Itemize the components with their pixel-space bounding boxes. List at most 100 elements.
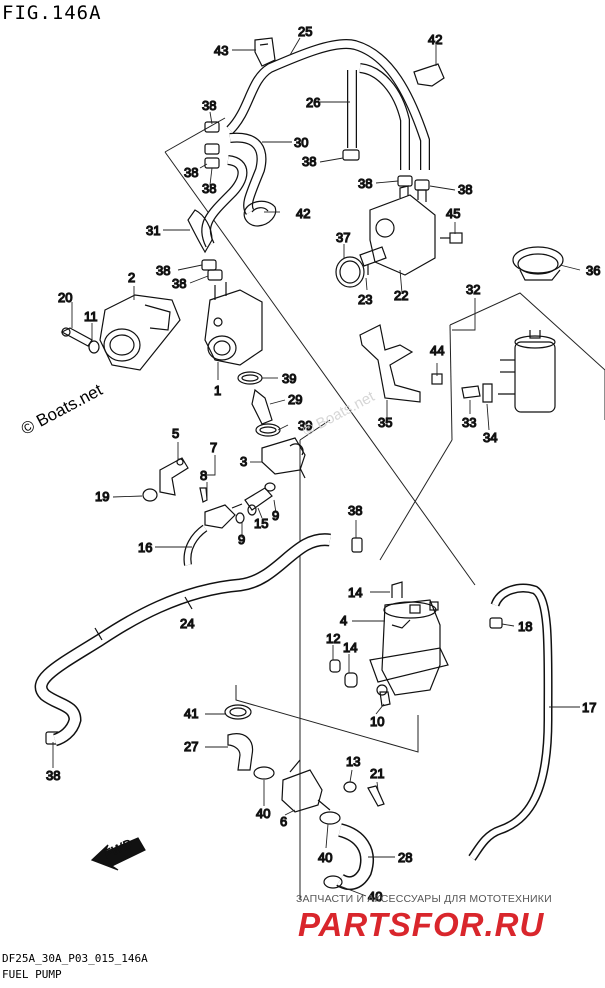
bracket-5 — [159, 457, 189, 496]
promo-brand-logo: PARTSFOR.RU — [298, 906, 545, 943]
callout-38-k: 38 — [46, 768, 60, 783]
callout-9-b: 9 — [238, 532, 245, 547]
callout-7: 7 — [210, 440, 217, 455]
callout-13: 13 — [346, 754, 360, 769]
callout-44: 44 — [430, 343, 444, 358]
callout-21: 21 — [370, 766, 384, 781]
callout-15: 15 — [254, 516, 268, 531]
figure-code: DF25A_30A_P03_015_146A — [2, 952, 148, 965]
callout-37: 37 — [336, 230, 350, 245]
clamp-41 — [224, 704, 252, 720]
callout-9-a: 9 — [272, 508, 279, 523]
callout-45: 45 — [446, 206, 460, 221]
fuel-filter-32 — [461, 330, 556, 413]
callout-20: 20 — [58, 290, 72, 305]
callout-6: 6 — [280, 814, 287, 829]
callout-31: 31 — [146, 223, 160, 238]
clamps-38 — [45, 121, 430, 745]
clamp-39-upper — [237, 371, 263, 385]
callout-32: 32 — [466, 282, 480, 297]
callout-43: 43 — [214, 43, 228, 58]
clamp-40-lower — [323, 875, 343, 889]
callout-5: 5 — [172, 426, 179, 441]
callout-38-a: 38 — [202, 98, 216, 113]
leader-lines — [52, 37, 581, 897]
callout-28: 28 — [398, 850, 412, 865]
callout-30: 30 — [294, 135, 308, 150]
clamp-40-upper — [253, 766, 275, 780]
washer-12 — [329, 659, 341, 673]
clamp-18 — [489, 617, 503, 629]
hose-30 — [201, 132, 267, 248]
filter-6 — [281, 759, 331, 813]
hose-17 — [468, 583, 553, 861]
clip-9 — [235, 504, 257, 524]
fuel-hose-25 — [226, 39, 430, 170]
assembly-outline — [164, 117, 605, 900]
bolt-10 — [379, 691, 391, 707]
callout-38-h: 38 — [172, 276, 186, 291]
grommet-19 — [142, 488, 158, 502]
fuel-pump-4 — [369, 581, 449, 696]
callout-18: 18 — [518, 619, 532, 634]
bracket-2 — [99, 294, 181, 371]
callout-38-c: 38 — [184, 165, 198, 180]
callout-16: 16 — [138, 540, 152, 555]
callout-39-a: 39 — [282, 371, 296, 386]
callouts: 43 25 42 26 38 30 38 38 38 38 38 42 45 3… — [45, 23, 601, 904]
grommet-13 — [343, 781, 357, 793]
callout-22: 22 — [394, 288, 408, 303]
clip-42-top — [413, 63, 445, 87]
callout-4: 4 — [340, 613, 347, 628]
callout-34: 34 — [483, 430, 497, 445]
callout-38-e: 38 — [358, 176, 372, 191]
elbow-hose-27 — [227, 733, 254, 771]
clip-42-mid — [243, 200, 277, 227]
callout-24: 24 — [180, 616, 194, 631]
callout-14-b: 14 — [343, 640, 357, 655]
callout-23: 23 — [358, 292, 372, 307]
callout-38-f: 38 — [458, 182, 472, 197]
callout-1: 1 — [214, 383, 221, 398]
bolt-20 — [60, 327, 93, 347]
clamp-36 — [512, 246, 564, 281]
figure-name: FUEL PUMP — [2, 968, 62, 981]
callout-38-d: 38 — [202, 181, 216, 196]
fuel-hose-24 — [34, 533, 331, 747]
washer-11 — [88, 340, 100, 354]
callout-38-g: 38 — [156, 263, 170, 278]
callout-27: 27 — [184, 739, 198, 754]
callout-38-i: 38 — [348, 503, 362, 518]
clamp-39-lower — [255, 423, 281, 437]
primer-bulb-3 — [261, 437, 306, 479]
callout-19: 19 — [95, 489, 109, 504]
callout-2: 2 — [128, 270, 135, 285]
promo-tagline: ЗАПЧАСТИ И АКСЕССУАРЫ ДЛЯ МОТОТЕХНИКИ — [296, 893, 552, 905]
joint-7 — [204, 503, 243, 529]
callout-11: 11 — [84, 309, 98, 324]
clip-43 — [254, 37, 276, 67]
bolt-21 — [367, 785, 385, 807]
callout-26: 26 — [306, 95, 320, 110]
callout-42-mid: 42 — [296, 206, 310, 221]
clamp-40-middle — [319, 811, 341, 825]
carburetor-body-1 — [204, 282, 263, 366]
callout-33: 33 — [462, 415, 476, 430]
callout-29: 29 — [288, 392, 302, 407]
hose-28 — [336, 823, 374, 891]
fitting-23 — [359, 246, 387, 275]
callout-8: 8 — [200, 468, 207, 483]
callout-12: 12 — [326, 631, 340, 646]
callout-35: 35 — [378, 415, 392, 430]
hose-15 — [244, 482, 276, 511]
callout-38-b: 38 — [302, 154, 316, 169]
fwd-arrow — [90, 837, 146, 871]
figure-title: FIG.146A — [2, 2, 102, 24]
callout-14-a: 14 — [348, 585, 362, 600]
vapor-separator-22 — [369, 185, 463, 276]
callout-36: 36 — [586, 263, 600, 278]
bracket-35 — [359, 324, 443, 403]
callout-41: 41 — [184, 706, 198, 721]
